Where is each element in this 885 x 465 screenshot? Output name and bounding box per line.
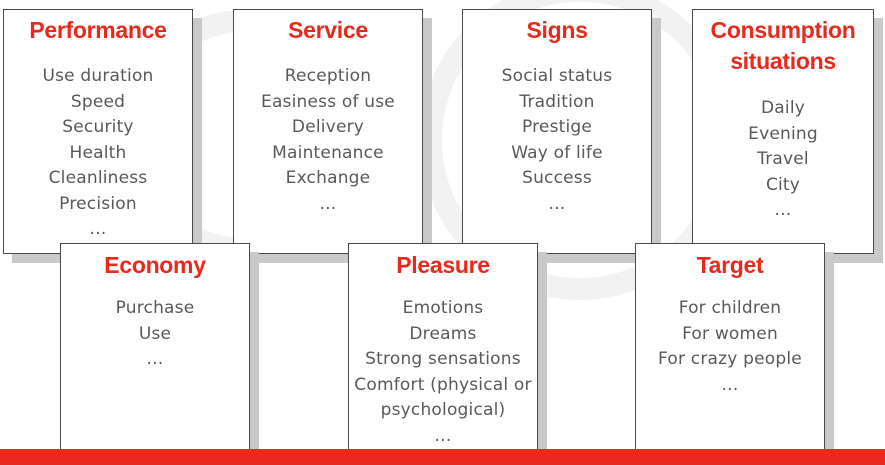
list-item: …	[774, 200, 792, 220]
list-item: …	[89, 219, 107, 239]
list-item: Travel	[757, 149, 809, 169]
card-economy: Economy Purchase Use …	[60, 243, 250, 450]
card-title: Pleasure	[396, 252, 490, 278]
list-item: For crazy people	[658, 349, 802, 369]
card-item-list: Social status Tradition Prestige Way of …	[463, 64, 651, 217]
list-item: Tradition	[519, 91, 595, 112]
list-item: Dreams	[409, 323, 477, 344]
card-target: Target For children For women For crazy …	[635, 243, 825, 450]
list-item: Use	[138, 323, 172, 344]
list-item: City	[765, 174, 801, 195]
list-item: Strong sensations	[365, 349, 521, 369]
list-item: …	[548, 193, 566, 214]
card-item-list: Reception Easiness of use Delivery Maint…	[234, 64, 422, 217]
card-signs: Signs Social status Tradition Prestige W…	[462, 9, 652, 254]
list-item: Speed	[70, 91, 126, 112]
list-item: For women	[682, 323, 778, 344]
card-title-line: situations	[730, 48, 836, 74]
card-title: Service	[288, 17, 368, 43]
list-item: Health	[69, 142, 127, 163]
list-item: Comfort (physical or	[354, 374, 532, 395]
list-item: Security	[62, 117, 134, 137]
list-item: Precision	[59, 193, 137, 214]
list-item: Purchase	[115, 298, 195, 318]
card-service: Service Reception Easiness of use Delive…	[233, 9, 423, 254]
card-title: Economy	[104, 252, 206, 278]
list-item: Way of life	[511, 142, 603, 163]
card-consumption-situations: Consumption situations Daily Evening Tra…	[692, 9, 874, 254]
card-item-list: Emotions Dreams Strong sensations Comfor…	[349, 296, 537, 449]
list-item: Easiness of use	[261, 91, 395, 112]
list-item: …	[319, 193, 337, 214]
list-item: …	[721, 374, 739, 395]
list-item: Prestige	[521, 117, 593, 137]
card-title-line: Consumption	[710, 17, 856, 43]
list-item: Reception	[284, 66, 372, 86]
list-item: Success	[522, 168, 592, 188]
list-item: For children	[678, 298, 782, 318]
card-title: Signs	[526, 17, 588, 43]
list-item: Delivery	[291, 117, 365, 137]
list-item: …	[146, 349, 164, 369]
footer-accent-bar	[0, 449, 885, 465]
list-item: Use duration	[42, 66, 154, 86]
card-title: Target	[696, 252, 764, 278]
list-item: Exchange	[285, 168, 371, 188]
list-item: Social status	[501, 66, 613, 86]
card-performance: Performance Use duration Speed Security …	[3, 9, 193, 254]
card-item-list: For children For women For crazy people …	[636, 296, 824, 398]
list-item: …	[434, 425, 452, 446]
list-item: Maintenance	[272, 142, 384, 163]
list-item: Daily	[760, 98, 805, 118]
card-item-list: Use duration Speed Security Health Clean…	[4, 64, 192, 243]
card-pleasure: Pleasure Emotions Dreams Strong sensatio…	[348, 243, 538, 450]
card-title: Consumption situations	[693, 15, 873, 77]
card-title: Performance	[29, 17, 167, 43]
list-item: Evening	[748, 123, 818, 144]
card-item-list: Purchase Use …	[61, 296, 249, 373]
list-item: Emotions	[402, 298, 484, 318]
card-item-list: Daily Evening Travel City …	[693, 96, 873, 224]
list-item: psychological)	[380, 400, 506, 420]
list-item: Cleanliness	[48, 168, 148, 188]
